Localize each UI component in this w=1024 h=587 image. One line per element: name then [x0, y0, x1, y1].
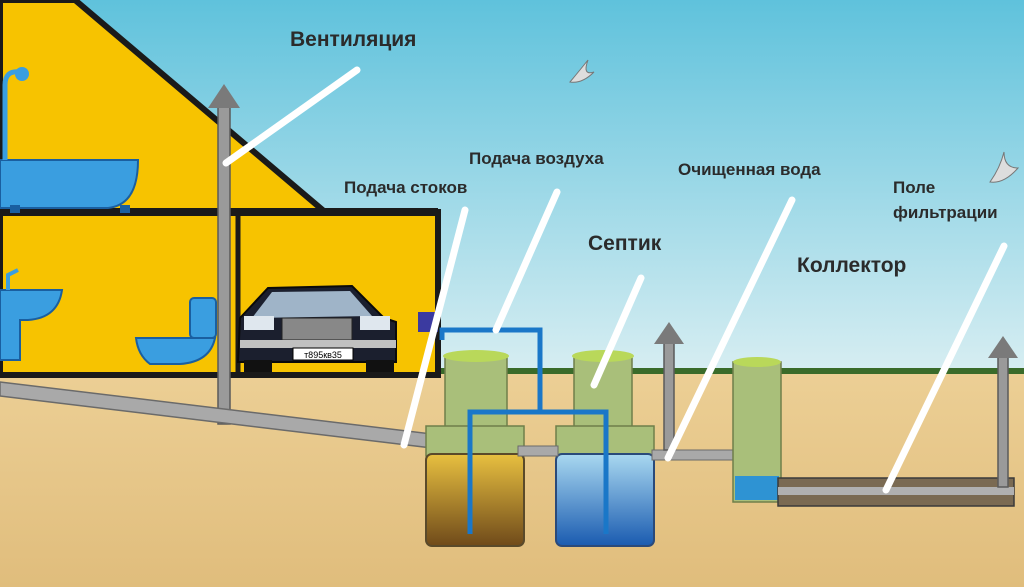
label-collector: Коллектор [797, 254, 907, 277]
label-air-supply: Подача воздуха [469, 149, 604, 168]
label-treated-water: Очищенная вода [678, 160, 821, 179]
ventilation-pipe [208, 84, 240, 425]
label-filtration-field-line1: Поле [893, 178, 936, 197]
bird-icon [989, 151, 1020, 183]
label-ventilation: Вентиляция [290, 28, 417, 51]
car-icon: т895кв35 [236, 284, 397, 372]
sink-icon [0, 268, 64, 361]
filtration-field [777, 477, 1015, 507]
label-sewage-supply: Подача стоков [344, 178, 468, 197]
toilet-icon [134, 297, 217, 365]
tank-connector [517, 445, 559, 457]
bird-icon [569, 59, 595, 83]
label-filtration-field-line2: фильтрации [893, 203, 998, 222]
collector-well [732, 357, 782, 503]
grass-line [430, 368, 1024, 374]
bathtub-icon [0, 67, 140, 213]
pointer-lines [222, 66, 1008, 494]
air-supply-pipes [439, 327, 609, 534]
septic-tank-1 [425, 350, 525, 547]
ventilation-pipe-3 [988, 336, 1018, 488]
label-septic: Септик [588, 232, 662, 255]
car-plate: т895кв35 [304, 350, 342, 360]
